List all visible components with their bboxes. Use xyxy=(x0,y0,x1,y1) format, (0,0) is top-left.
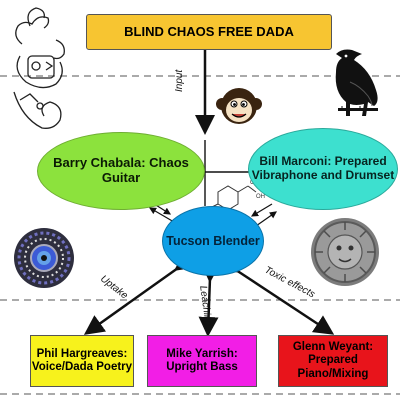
tucson-to-barry-arrow xyxy=(148,207,175,223)
aztec-glyph-icon xyxy=(13,7,65,129)
node-tucson-blender: Tucson Blender xyxy=(162,206,264,276)
node-bill-marconi: Bill Marconi: Prepared Vibraphone and Dr… xyxy=(248,128,398,210)
label-input: Input xyxy=(174,69,185,92)
tucson-to-bill-arrow xyxy=(255,211,277,227)
monkey-face-icon xyxy=(216,88,262,124)
node-glenn-weyant: Glenn Weyant: Prepared Piano/Mixing xyxy=(278,335,388,387)
node-mike-yarrish: Mike Yarrish: Upright Bass xyxy=(147,335,257,387)
node-barry-chabala: Barry Chabala: Chaos Guitar xyxy=(37,132,205,210)
svg-text:OH: OH xyxy=(256,194,265,200)
title-box: BLIND CHAOS FREE DADA xyxy=(86,14,332,50)
leaching-arrow xyxy=(198,262,221,337)
spiral-eye-icon xyxy=(14,228,74,288)
sun-face-coin-icon xyxy=(311,218,379,286)
node-phil-hargreaves: Phil Hargreaves: Voice/Dada Poetry xyxy=(30,335,134,387)
bill-to-tucson-arrow xyxy=(250,203,273,217)
toxic-effects-arrow xyxy=(217,253,335,335)
raven-icon xyxy=(335,49,378,116)
uptake-arrow xyxy=(83,251,197,335)
